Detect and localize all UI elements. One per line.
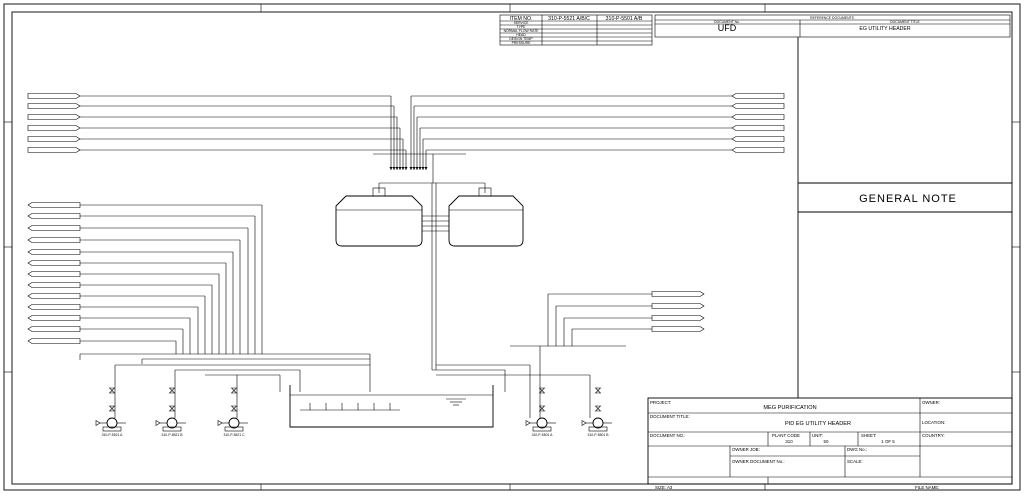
pump-tag: 310-P-5501 B xyxy=(588,433,610,437)
item-table-header: 310-P-5521 A/B/C xyxy=(548,16,590,22)
sheet-label: SHEET: xyxy=(861,433,876,438)
item-table-header: ITEM NO. xyxy=(509,16,532,22)
right-inlet-line xyxy=(418,125,785,170)
left-outlet-line xyxy=(27,237,241,354)
right-inlet-line xyxy=(421,136,785,170)
document-no-label: DOCUMENT NO.: xyxy=(650,433,686,438)
owner-document-no-label: OWNER DOCUMENT No.: xyxy=(732,459,785,464)
reference-title: REFERENCE DOCUMENTS xyxy=(810,16,854,20)
left-outlet-line xyxy=(27,202,263,354)
pump: 310-P-5521 C xyxy=(217,387,248,437)
reference-doc-no: UFD xyxy=(718,23,737,33)
country-label: COUNTRY: xyxy=(922,433,945,438)
item-table-header: 310-P-5501 A/B xyxy=(606,16,643,22)
unit-value: 50 xyxy=(824,439,829,444)
left-outlets xyxy=(27,202,263,354)
left-inlets xyxy=(27,93,408,170)
owner-label: OWNER: xyxy=(922,400,940,405)
unit-label: UNIT: xyxy=(812,433,823,438)
pump: 310-P-5521 B xyxy=(155,387,186,437)
right-inlet-line xyxy=(424,147,785,170)
reference-documents-table: REFERENCE DOCUMENTS DOCUMENT No. DOCUMEN… xyxy=(654,14,1011,38)
frame-ticks xyxy=(4,4,1020,490)
general-note-heading: GENERAL NOTE xyxy=(859,193,957,205)
size-label: SIZE: A3 xyxy=(655,485,673,490)
owner-job-label: OWNER JOB: xyxy=(732,447,760,452)
left-outlet-line xyxy=(27,249,234,354)
tank-interconnect xyxy=(422,215,449,232)
inlet-header-piping xyxy=(373,153,486,370)
inner-frame xyxy=(11,11,1013,485)
document-title-label: DOCUMENT TITLE: xyxy=(650,414,690,419)
project-value: MEG PURIFICATION xyxy=(763,405,816,411)
sump-pit xyxy=(289,385,494,428)
reference-col-doc-no: DOCUMENT No. xyxy=(714,20,740,24)
right-panel xyxy=(797,37,1012,398)
pump: 310-P-5501 A xyxy=(525,387,556,437)
left-inlet-line xyxy=(27,103,396,170)
item-table-row-label: TYPE xyxy=(517,25,527,29)
file-name-label: FILE NAME: xyxy=(915,485,939,490)
left-inlet-line xyxy=(27,125,402,170)
tank-right xyxy=(448,187,524,247)
plant-code-label: PLANT CODE xyxy=(772,433,800,438)
pump: 310-P-5521 A xyxy=(95,387,126,437)
item-table-row-label: DESIGN TEMP xyxy=(509,37,533,41)
left-outlet-line xyxy=(27,315,191,354)
item-table-row-label: NORMAL FLOW RATE xyxy=(504,29,540,33)
left-outlet-line xyxy=(27,304,199,354)
title-block: PROJECT: MEG PURIFICATION OWNER: DOCUMEN… xyxy=(647,397,1013,490)
document-title-value: PID EG UTILITY HEADER xyxy=(785,421,851,427)
right-outlet-line xyxy=(555,303,705,346)
left-outlet-line xyxy=(27,282,213,354)
return-header-piping xyxy=(79,345,626,418)
left-outlet-line xyxy=(27,225,249,354)
right-outlet-line xyxy=(571,326,705,346)
pump-tag: 310-P-5521 B xyxy=(162,433,184,437)
left-inlet-line xyxy=(27,114,399,170)
item-table-row-label: HEAD xyxy=(516,33,526,37)
pump-tag: 310-P-5521 A xyxy=(102,433,123,437)
item-table-row-label: PRESSURE xyxy=(512,41,531,45)
dwg-no-label: DWG No.: xyxy=(847,447,867,452)
right-inlet-line xyxy=(412,103,785,170)
sheet-value: 1 OF 5 xyxy=(881,439,895,444)
right-inlet-line xyxy=(409,93,785,170)
item-table-row-label: SERVICE xyxy=(514,21,530,25)
location-label: LOCATION: xyxy=(922,420,945,425)
right-inlet-line xyxy=(415,114,785,170)
right-inlets xyxy=(409,93,785,170)
left-outlet-line xyxy=(27,326,184,354)
left-outlet-line xyxy=(27,271,220,354)
left-outlet-line xyxy=(27,293,206,354)
item-table: ITEM NO. 310-P-5521 A/B/C 310-P-5501 A/B… xyxy=(499,14,653,46)
reference-doc-title: EG UTILITY HEADER xyxy=(859,26,910,32)
left-outlet-line xyxy=(27,338,177,354)
left-inlet-line xyxy=(27,93,393,170)
left-outlet-line xyxy=(27,213,256,354)
reference-col-doc-title: DOCUMENT TITLE xyxy=(890,20,920,24)
project-label: PROJECT: xyxy=(650,400,671,405)
pumps: 310-P-5521 A 310-P-5521 B 310-P-5521 C 310-… xyxy=(95,387,612,437)
left-outlet-line xyxy=(27,260,227,354)
right-outlets xyxy=(547,291,705,346)
plant-code-value: 310 xyxy=(785,439,793,444)
tank-left xyxy=(335,187,423,247)
right-outlet-line xyxy=(547,291,705,346)
pump: 310-P-5501 B xyxy=(581,387,612,437)
right-outlet-line xyxy=(563,315,705,346)
left-inlet-line xyxy=(27,147,408,170)
pump-tag: 310-P-5501 A xyxy=(532,433,553,437)
outer-frame xyxy=(3,3,1021,491)
scale-label: SCALE: xyxy=(847,459,863,464)
left-inlet-line xyxy=(27,136,405,170)
pump-tag: 310-P-5521 C xyxy=(223,433,245,437)
